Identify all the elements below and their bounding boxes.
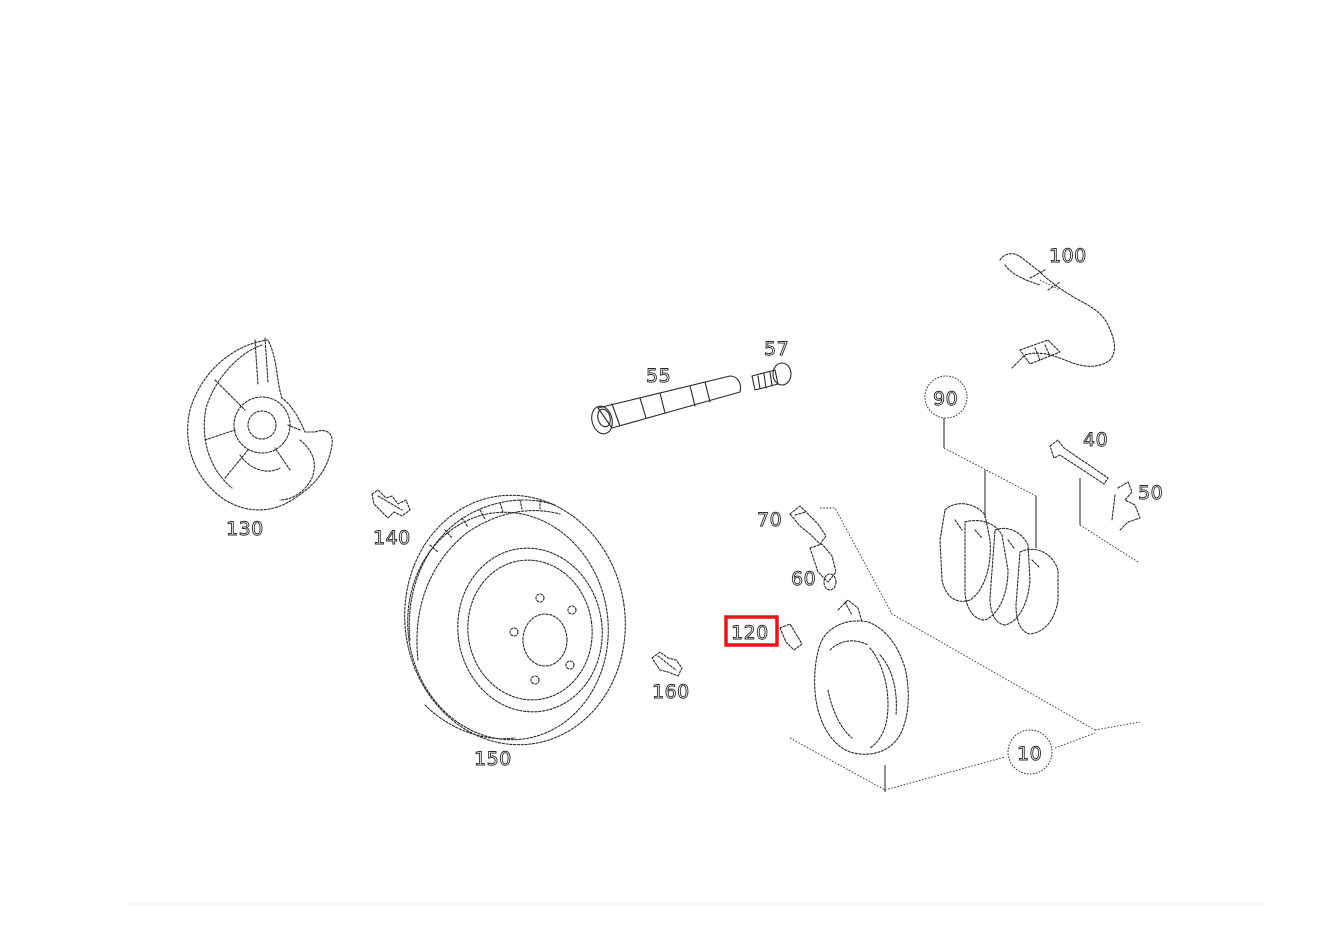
part-55-guide-pin[interactable] (589, 375, 742, 436)
svg-text:60: 60 (791, 568, 816, 590)
svg-text:140: 140 (373, 527, 411, 549)
callout-140[interactable]: 140 (373, 527, 411, 550)
callout-90[interactable]: 90 (924, 375, 968, 419)
part-70-bleeder-valve[interactable] (789, 505, 827, 545)
svg-text:100: 100 (1049, 245, 1087, 267)
part-140-screw[interactable] (371, 489, 411, 519)
svg-text:55: 55 (646, 365, 671, 387)
callout-160[interactable]: 160 (652, 681, 690, 704)
callout-130[interactable]: 130 (226, 518, 264, 541)
callout-55[interactable]: 55 (646, 365, 672, 388)
part-120-screw[interactable] (779, 623, 803, 651)
svg-text:130: 130 (226, 518, 264, 540)
part-160-bolt[interactable] (651, 651, 683, 677)
svg-text:120: 120 (731, 622, 769, 644)
callout-40[interactable]: 40 (1083, 429, 1109, 452)
callout-70[interactable]: 70 (757, 509, 783, 532)
part-130-dust-shield[interactable] (187, 337, 333, 511)
part-57-bolt[interactable] (751, 362, 792, 391)
svg-text:10: 10 (1017, 743, 1042, 765)
part-100-wear-sensor[interactable] (999, 253, 1116, 369)
part-10-brake-caliper[interactable] (814, 599, 909, 755)
part-60-dust-cap[interactable] (809, 543, 837, 591)
callout-60[interactable]: 60 (791, 568, 817, 591)
callout-150[interactable]: 150 (474, 748, 512, 771)
svg-text:50: 50 (1138, 482, 1163, 504)
svg-text:40: 40 (1083, 429, 1108, 451)
part-50-spring-clip[interactable] (1111, 481, 1141, 531)
svg-text:160: 160 (652, 681, 690, 703)
svg-text:70: 70 (757, 509, 782, 531)
callout-100[interactable]: 100 (1049, 245, 1087, 268)
part-150-brake-disc[interactable] (389, 481, 642, 759)
part-90-brake-pads[interactable] (939, 503, 1059, 635)
callout-57[interactable]: 57 (764, 338, 790, 361)
svg-text:90: 90 (933, 388, 958, 410)
callout-50[interactable]: 50 (1138, 482, 1164, 505)
callout-120-highlighted[interactable]: 120 (724, 615, 779, 647)
svg-text:150: 150 (474, 748, 512, 770)
callout-10[interactable]: 10 (1007, 729, 1053, 775)
assembly-leader-lines (789, 279, 1141, 792)
svg-text:57: 57 (764, 338, 789, 360)
part-40-pin[interactable] (1049, 439, 1109, 485)
